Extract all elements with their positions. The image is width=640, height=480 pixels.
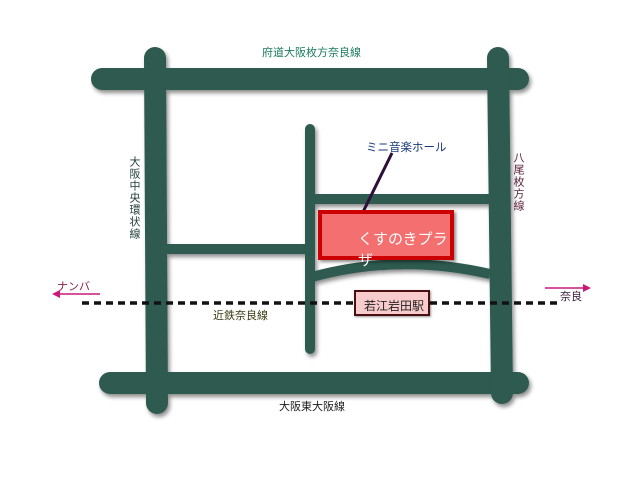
north-road-label: 府道大阪枚方奈良線 <box>262 46 361 59</box>
mini-music-hall-label: ミニ音楽ホール <box>366 140 447 154</box>
namba-direction-label: ナンバ <box>57 280 90 293</box>
east-road <box>487 47 513 404</box>
east-road-label: 八尾枚方線 <box>512 152 525 212</box>
nara-direction-label: 奈良 <box>560 290 582 303</box>
railway-label: 近鉄奈良線 <box>213 309 268 322</box>
nara-arrow <box>545 284 591 292</box>
kusunoki-plaza-building: くすのきプラザ <box>318 210 454 269</box>
station-label: 若江岩田駅 <box>364 299 425 313</box>
wakae-iwata-station: 若江岩田駅 <box>354 290 430 316</box>
facility-label: くすのきプラザ <box>358 230 448 269</box>
west-road-label: 大阪中央環状線 <box>128 156 141 240</box>
namba-arrow <box>52 290 100 298</box>
west-road <box>144 47 168 414</box>
south-road-label: 大阪東大阪線 <box>279 400 345 413</box>
curved-road <box>310 259 492 282</box>
